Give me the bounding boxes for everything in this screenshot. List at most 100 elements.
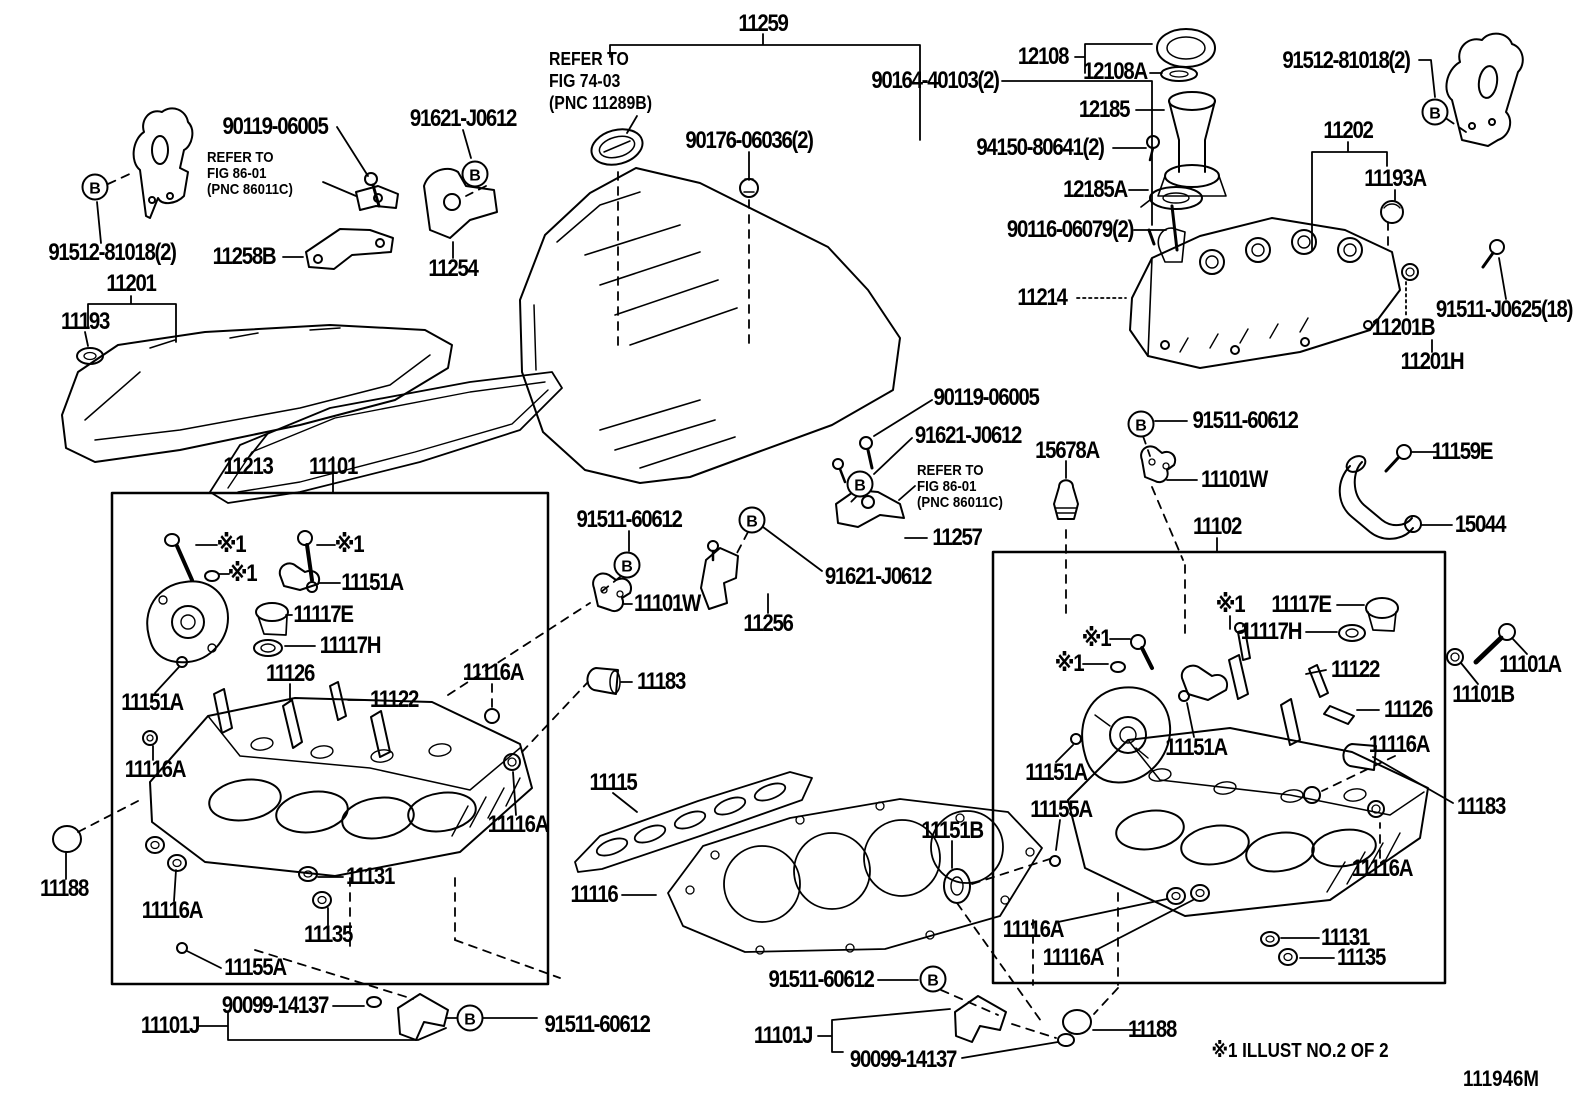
part-label: 11122 [369, 686, 419, 713]
part-label: 11101J [140, 1012, 200, 1039]
callout-b-icon: B [1421, 98, 1449, 126]
right-assembly-box [991, 550, 1447, 985]
part-label: 91511-60612 [1192, 407, 1298, 434]
part-label: 11116 [570, 881, 619, 908]
part-label: ※1 [1081, 625, 1112, 652]
part-label: 11159E [1431, 438, 1494, 465]
callout-b-icon: B [1127, 410, 1155, 438]
part-label: 11201 [106, 270, 157, 297]
engine-hanger-11258b [305, 228, 394, 270]
dashed-lines [77, 118, 1467, 1039]
part-label: ※1 [216, 531, 247, 558]
part-label: 15678A [1035, 437, 1100, 464]
part-label: 11116A [1351, 855, 1414, 882]
left-assembly-box [110, 491, 550, 986]
part-label: 11117E [293, 601, 354, 628]
part-label: 91511-60612 [576, 506, 682, 533]
part-label: 94150-80641(2) [976, 134, 1105, 161]
left-hanger-bracket [132, 107, 194, 219]
part-label: 91511-60612 [768, 966, 874, 993]
callout-b-icon: B [919, 965, 947, 993]
part-label: 11117H [1240, 618, 1303, 645]
left-valve-cover-drawing [61, 324, 453, 463]
part-label: 11155A [1030, 796, 1093, 823]
part-label: 11116A [1002, 916, 1065, 943]
part-label: 11101 [308, 453, 358, 480]
part-label: 91621-J0612 [914, 422, 1022, 449]
ref-note-fig86-right: REFER TO FIG 86-01 (PNC 86011C) [917, 462, 1003, 511]
part-label: 12108A [1083, 58, 1148, 85]
part-label: 90119-06005 [933, 384, 1039, 411]
valve-cover-gasket-11213 [209, 371, 563, 504]
part-label: 91512-81018(2) [48, 239, 177, 266]
part-label: 11258B [212, 243, 277, 270]
part-label: ※1 [227, 560, 258, 587]
part-label: 11254 [428, 255, 479, 282]
oil-nozzle-left [366, 993, 449, 1041]
part-label: 11188 [1127, 1016, 1177, 1043]
callout-b-icon: B [846, 470, 874, 498]
part-label: 11101W [633, 590, 701, 617]
part-label: 11151A [121, 689, 184, 716]
right-valve-cover-drawing [1129, 200, 1505, 369]
part-label: 11151A [341, 569, 404, 596]
part-label: 11151A [1025, 759, 1088, 786]
callout-b-icon: B [456, 1004, 484, 1032]
part-label: 11151A [1165, 734, 1228, 761]
part-label: 11116A [487, 811, 550, 838]
part-label: 11256 [743, 610, 794, 637]
part-label: 11183 [1456, 793, 1506, 820]
callout-b-icon: B [613, 551, 641, 579]
right-cylinder-head-parts [1049, 597, 1516, 1035]
part-label: 11155A [224, 954, 287, 981]
part-label: 11151B [921, 817, 984, 844]
part-label: 11188 [39, 875, 89, 902]
part-label: 91621-J0612 [409, 105, 517, 132]
part-label: 91511-60612 [544, 1011, 650, 1038]
ref-note-fig74: REFER TO FIG 74-03 (PNC 11289B) [549, 49, 653, 113]
part-label: 11202 [1323, 117, 1374, 144]
left-cylinder-head-parts [52, 530, 533, 954]
part-label: ※1 [1054, 650, 1085, 677]
part-label: 90099-14137 [849, 1046, 957, 1073]
callout-b-icon: B [81, 173, 109, 201]
sheet-code: 111946M [1463, 1066, 1539, 1091]
part-label: ※1 [1215, 591, 1246, 618]
manifold-gasket-11115 [574, 771, 813, 873]
oil-nozzle-bottom [954, 995, 1075, 1047]
part-label: 11116A [1368, 731, 1431, 758]
bolt-90119-left [364, 172, 381, 208]
part-label: 11131 [345, 863, 395, 890]
part-label: 11116A [124, 756, 187, 783]
right-hanger-bracket [1445, 32, 1524, 147]
part-label: 11122 [1330, 656, 1380, 683]
engine-cover-drawing [519, 128, 901, 484]
part-label: 11116A [462, 659, 525, 686]
part-label: 11213 [223, 453, 274, 480]
leader-lines [65, 33, 1528, 1059]
part-label: 90099-14137 [221, 992, 329, 1019]
stay-bracket-11254 [423, 167, 498, 239]
part-label: 90176-06036(2) [685, 127, 814, 154]
part-label: 11117E [1271, 591, 1332, 618]
part-label: 11135 [303, 921, 353, 948]
part-label: ※1 [334, 531, 365, 558]
part-label: 12185A [1063, 176, 1128, 203]
part-label: 90116-06079(2) [1006, 216, 1134, 243]
middle-small-parts [586, 444, 1422, 904]
part-label: 11101B [1452, 681, 1515, 708]
part-label: 11117H [319, 632, 382, 659]
illust-note: ※1 ILLUST NO.2 OF 2 [1211, 1040, 1389, 1062]
callout-b-icon: B [738, 506, 766, 534]
part-label: 11131 [1320, 924, 1370, 951]
part-label: 11126 [265, 660, 315, 687]
part-label: 91511-J0625(18) [1435, 296, 1574, 323]
part-label: 11101A [1499, 651, 1562, 678]
part-label: 11116A [141, 897, 204, 924]
oil-filler-parts [1140, 28, 1227, 252]
ref-note-fig86-left: REFER TO FIG 86-01 (PNC 86011C) [207, 149, 293, 198]
part-label: 11102 [1192, 513, 1242, 540]
